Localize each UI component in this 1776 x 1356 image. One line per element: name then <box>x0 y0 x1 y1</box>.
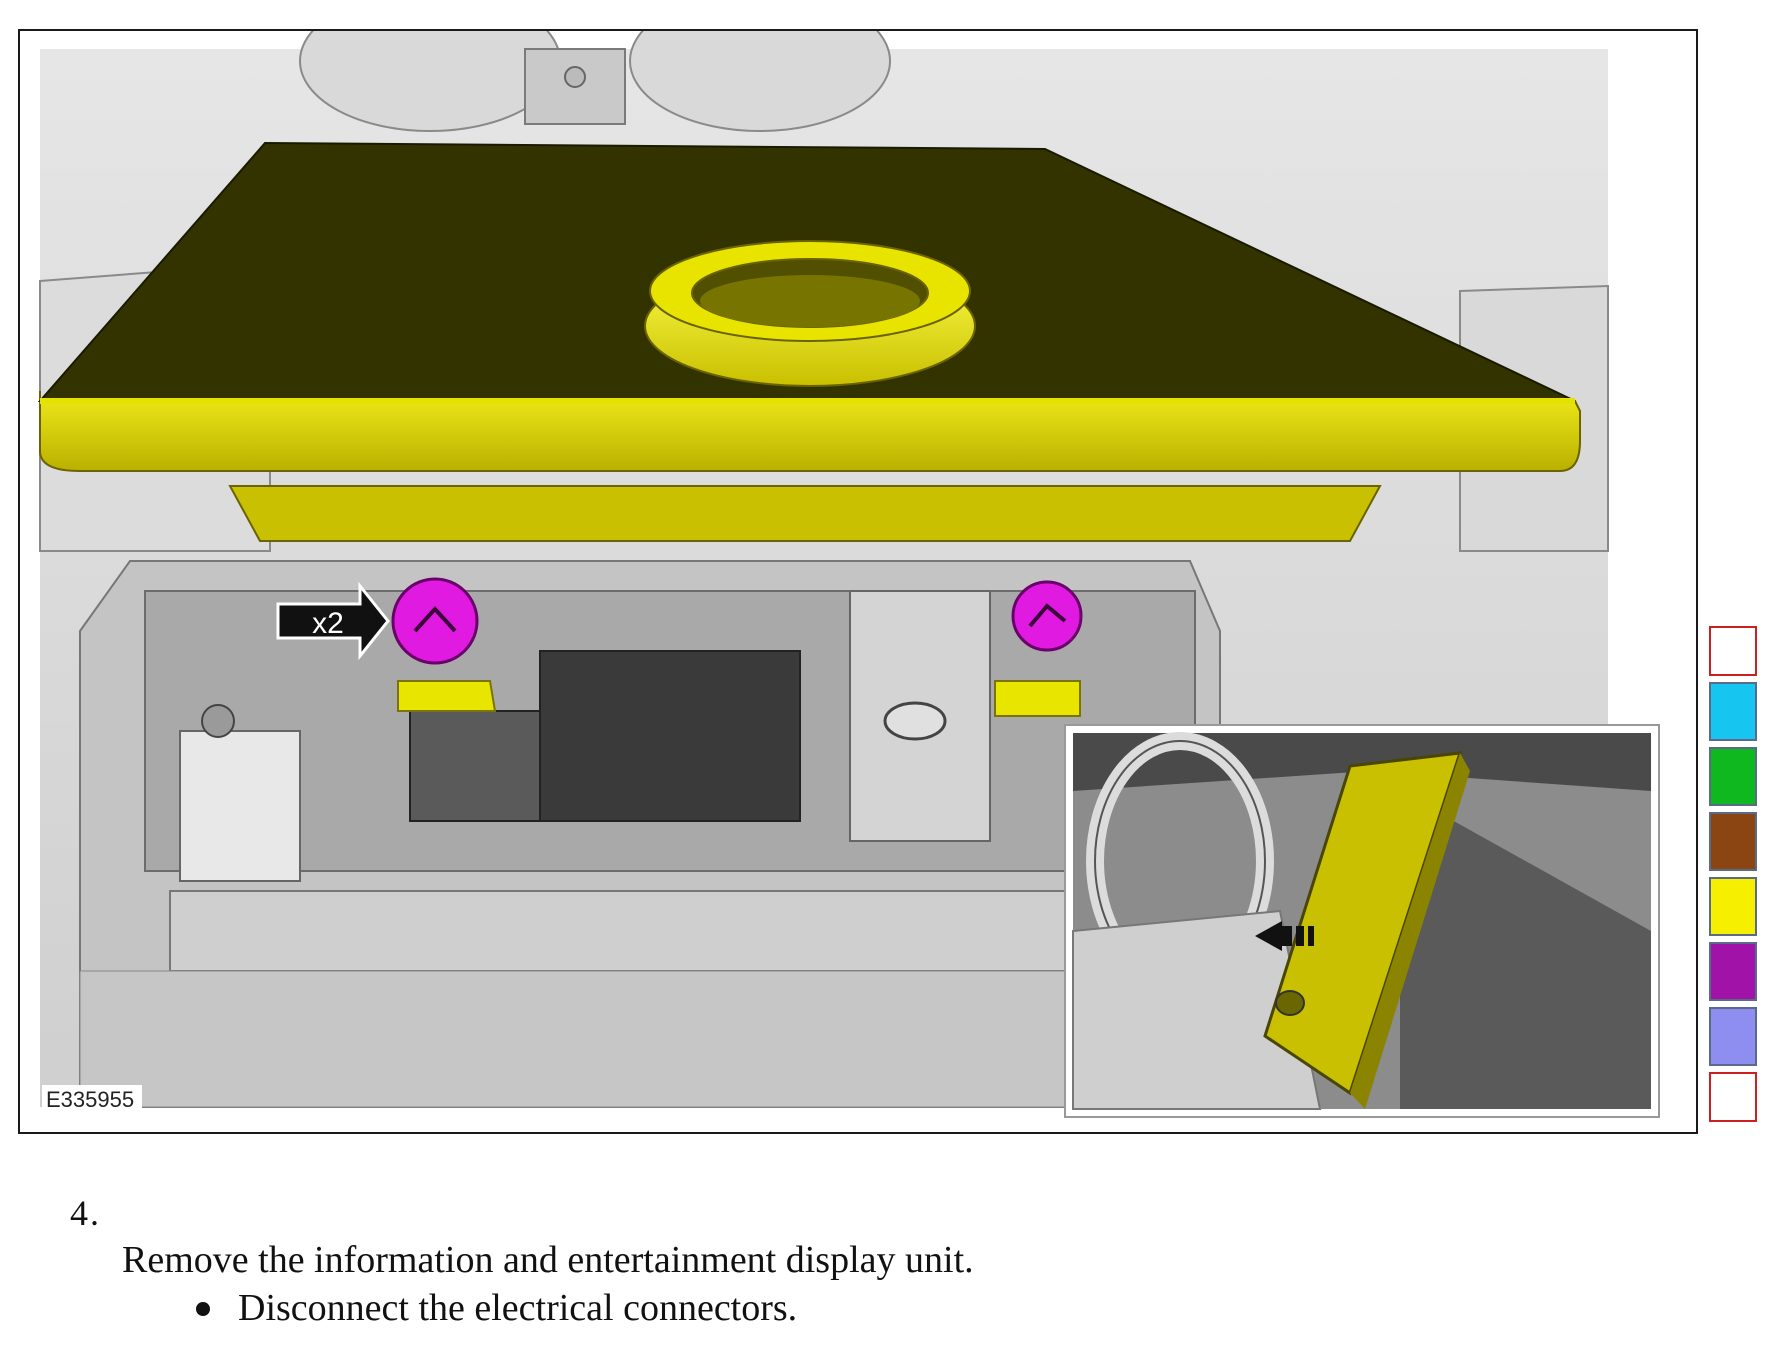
screw-right <box>1011 580 1083 652</box>
legend-swatch-purple <box>1709 942 1757 1001</box>
bullet-dot <box>196 1302 210 1317</box>
step-instruction: Remove the information and entertainment… <box>122 1239 974 1281</box>
display-knob <box>644 240 976 387</box>
bullet-item: Disconnect the electrical connectors. <box>196 1286 797 1330</box>
inset-view <box>1064 724 1660 1118</box>
legend-swatch-yellow <box>1709 877 1757 936</box>
legend-empty-top <box>1709 626 1757 676</box>
illustration-frame: x2 <box>18 29 1698 1134</box>
display-unit-illustration: x2 <box>37 31 1660 1118</box>
callout-label: x2 <box>312 607 344 640</box>
legend-swatch-cyan <box>1709 682 1757 741</box>
legend-swatch-green <box>1709 747 1757 806</box>
color-legend <box>1709 626 1765 1128</box>
callout-arrow: x2 <box>276 581 390 661</box>
legend-swatch-lavender <box>1709 1007 1757 1066</box>
step-number: 4. <box>70 1193 101 1233</box>
legend-empty-bottom <box>1709 1072 1757 1122</box>
legend-swatch-brown <box>1709 812 1757 871</box>
display-unit <box>37 141 1581 542</box>
figure-id-label: E335955 <box>42 1085 143 1115</box>
screw-left <box>391 577 479 665</box>
bullet-text: Disconnect the electrical connectors. <box>238 1287 798 1329</box>
